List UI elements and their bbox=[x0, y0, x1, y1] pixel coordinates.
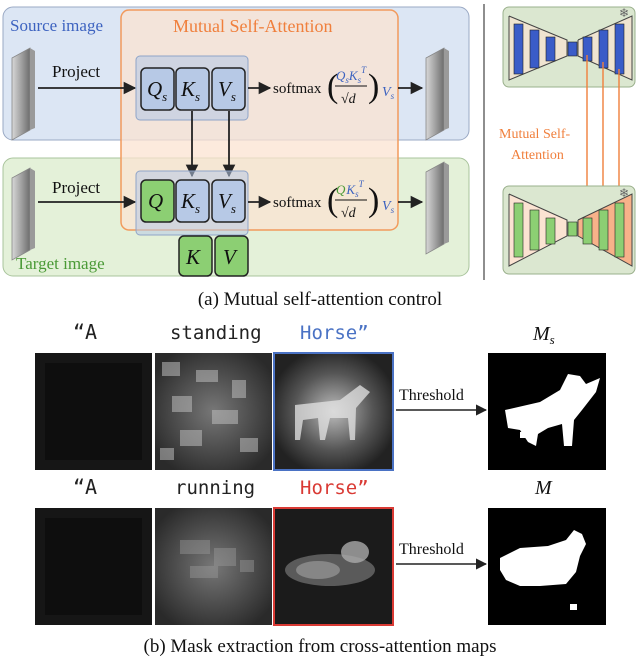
svg-text:QKsT: QKsT bbox=[336, 179, 365, 199]
caption-a: (a) Mutual self-attention control bbox=[198, 289, 442, 310]
threshold-label-row1: Threshold bbox=[399, 387, 464, 404]
project-label-bottom: Project bbox=[52, 178, 100, 197]
svg-text:Q: Q bbox=[148, 189, 163, 213]
source-output-slab bbox=[425, 47, 449, 141]
attention-map-a-row2 bbox=[35, 508, 152, 625]
prompt-word-a-2: “A bbox=[73, 475, 97, 499]
attention-map-running bbox=[155, 508, 272, 625]
threshold-label-row2: Threshold bbox=[399, 541, 464, 558]
svg-text:softmax: softmax bbox=[273, 195, 322, 211]
v-target-own-box: V bbox=[214, 235, 249, 277]
v-s-box: Vs bbox=[211, 67, 246, 111]
prompt-word-a-1: “A bbox=[73, 320, 97, 344]
mask-image-ms bbox=[488, 353, 606, 470]
svg-text:Vs: Vs bbox=[218, 189, 236, 216]
svg-text:√d: √d bbox=[341, 206, 357, 221]
k-s-box: Ks bbox=[175, 67, 210, 111]
unet-bottom: ❄ bbox=[502, 185, 636, 275]
target-image-label: Target image bbox=[16, 254, 105, 273]
snowflake-icon: ❄ bbox=[619, 186, 629, 200]
unet-attention-label-1: Mutual Self- bbox=[499, 127, 570, 142]
svg-text:Ks: Ks bbox=[180, 189, 200, 216]
svg-text:√d: √d bbox=[341, 92, 357, 107]
source-image-label: Source image bbox=[10, 16, 103, 35]
project-label-top: Project bbox=[52, 62, 100, 81]
unet-attention-label-2: Attention bbox=[511, 148, 564, 163]
attention-map-standing bbox=[155, 353, 272, 470]
mutual-self-attention-label: Mutual Self-Attention bbox=[173, 16, 332, 36]
snowflake-icon: ❄ bbox=[619, 6, 629, 20]
svg-text:V: V bbox=[223, 245, 238, 269]
v-s-target-box: Vs bbox=[211, 179, 246, 223]
prompt-word-running: running bbox=[175, 477, 255, 499]
target-output-slab bbox=[425, 161, 449, 255]
mask-image-m bbox=[488, 508, 606, 625]
prompt-word-standing: standing bbox=[170, 322, 262, 344]
prompt-word-horse-1: Horse” bbox=[300, 322, 369, 344]
q-target-box: Q bbox=[140, 179, 175, 223]
mask-label-m: M bbox=[534, 477, 553, 499]
panel-b: “A standing Horse” Ms Threshold bbox=[35, 320, 606, 657]
k-target-own-box: K bbox=[178, 235, 213, 277]
source-feature-slab bbox=[11, 47, 35, 141]
svg-text:): ) bbox=[368, 182, 379, 219]
k-s-target-box: Ks bbox=[175, 179, 210, 223]
svg-text:Qs: Qs bbox=[147, 77, 167, 104]
attention-map-horse-row2 bbox=[273, 507, 394, 626]
mask-label-ms: Ms bbox=[532, 323, 555, 347]
softmax-formula-bottom: softmax ( QKsT √d ) Vs bbox=[273, 179, 395, 221]
svg-text:Ks: Ks bbox=[180, 77, 200, 104]
svg-text:(: ( bbox=[327, 182, 338, 219]
svg-text:K: K bbox=[185, 245, 201, 269]
svg-text:(: ( bbox=[327, 68, 338, 105]
unet-top: ❄ bbox=[502, 6, 636, 88]
attention-map-a-row1 bbox=[35, 353, 152, 470]
prompt-word-horse-2: Horse” bbox=[300, 477, 369, 499]
svg-text:softmax: softmax bbox=[273, 81, 322, 97]
svg-text:Vs: Vs bbox=[218, 77, 236, 104]
svg-text:): ) bbox=[368, 68, 379, 105]
caption-b: (b) Mask extraction from cross-attention… bbox=[144, 636, 497, 657]
q-s-box: Qs bbox=[140, 67, 175, 111]
target-feature-slab bbox=[11, 167, 35, 261]
panel-a: Source image Target image Mutual Self-At… bbox=[2, 4, 636, 310]
attention-map-horse-row1 bbox=[273, 352, 394, 471]
